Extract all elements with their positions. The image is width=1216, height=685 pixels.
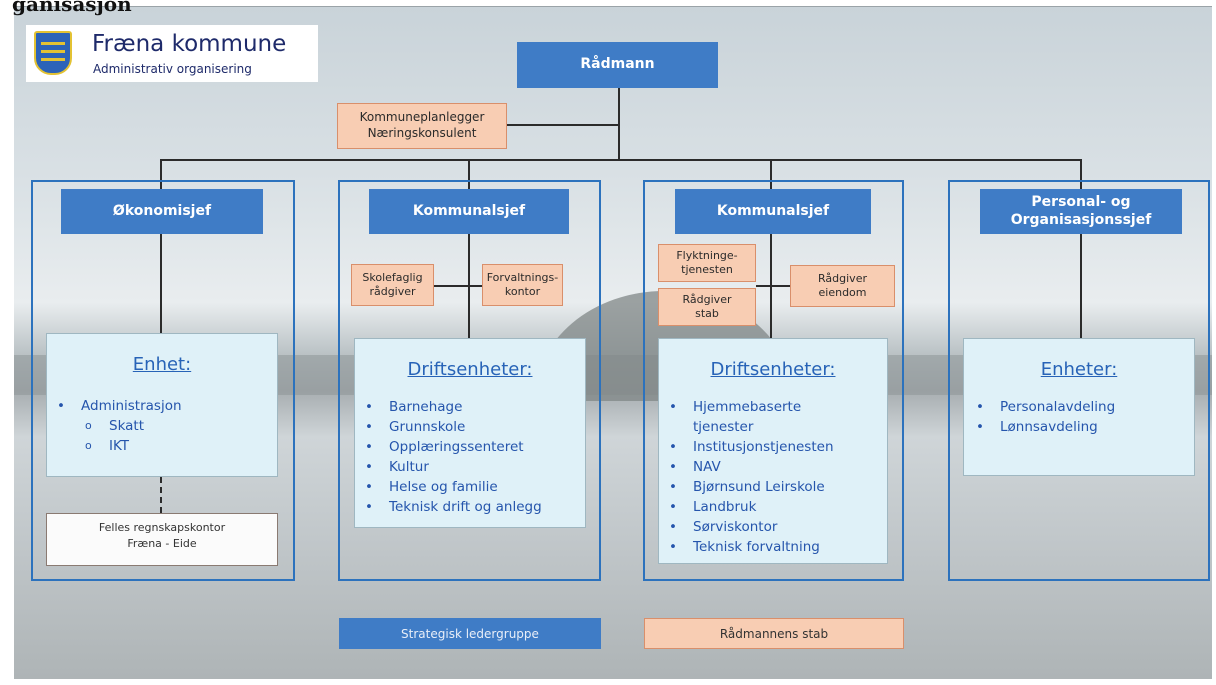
page-heading-fragment: ganisasjon <box>12 0 132 16</box>
list-item: Administrasjon <box>57 396 182 416</box>
connector-horizontal <box>160 159 1082 161</box>
list-item: Bjørnsund Leirskole <box>669 477 834 497</box>
list-subitem: IKT <box>57 436 182 456</box>
connector-staff <box>507 124 619 126</box>
logo-panel: Fræna kommune Administrativ organisering <box>26 25 318 82</box>
staff-box-admin-office: Forvaltnings-kontor <box>482 264 563 306</box>
staff-box-refugee-service: Flyktninge-tjenesten <box>658 244 756 282</box>
staff-box-property-advisor: Rådgiver eiendom <box>790 265 895 307</box>
column-frame-3 <box>643 180 904 581</box>
list-item: Opplæringssenteret <box>365 437 542 457</box>
connector-col2-staff <box>433 285 483 287</box>
staff-box-planner: Kommuneplanlegger Næringskonsulent <box>337 103 507 149</box>
unit-box-2: Driftsenheter: Barnehage Grunnskole Oppl… <box>354 338 586 528</box>
connector-radmann-down <box>618 87 620 160</box>
unit-box-3: Driftsenheter: Hjemmebaserte tjenester I… <box>658 338 888 564</box>
list-item: Helse og familie <box>365 477 542 497</box>
list-item: Grunnskole <box>365 417 542 437</box>
coat-of-arms-icon <box>34 31 72 75</box>
head-kommunalsjef-2: Kommunalsjef <box>675 189 871 234</box>
list-item: Institusjonstjenesten <box>669 437 834 457</box>
list-item: NAV <box>669 457 834 477</box>
staff-box-staff-advisor: Rådgiver stab <box>658 288 756 326</box>
unit-list: Barnehage Grunnskole Opplæringssenteret … <box>365 397 542 517</box>
staff-box-school-advisor: Skolefaglig rådgiver <box>351 264 434 306</box>
unit-box-1: Enhet: Administrasjon Skatt IKT <box>46 333 278 477</box>
logo-subtitle: Administrativ organisering <box>93 62 252 76</box>
list-item: Sørviskontor <box>669 517 834 537</box>
unit-title: Enhet: <box>132 354 192 375</box>
head-personal-organisasjonssjef: Personal- og Organisasjonssjef <box>980 189 1182 234</box>
shared-accounting-box: Felles regnskapskontor Fræna - Eide <box>46 513 278 566</box>
unit-box-4: Enheter: Personalavdeling Lønnsavdeling <box>963 338 1195 476</box>
logo-title: Fræna kommune <box>92 31 287 57</box>
column-frame-1 <box>31 180 295 581</box>
unit-list: Hjemmebaserte tjenester Institusjonstjen… <box>669 397 834 557</box>
unit-list: Personalavdeling Lønnsavdeling <box>976 397 1115 437</box>
list-item: Lønnsavdeling <box>976 417 1115 437</box>
connector-col1-drop <box>160 159 162 189</box>
unit-list: Administrasjon Skatt IKT <box>57 396 182 456</box>
connector-col2-drop <box>468 159 470 189</box>
unit-title: Enheter: <box>1040 359 1118 380</box>
head-kommunalsjef-1: Kommunalsjef <box>369 189 569 234</box>
column-frame-4 <box>948 180 1210 581</box>
list-subitem: Skatt <box>57 416 182 436</box>
list-item: Kultur <box>365 457 542 477</box>
list-item: Barnehage <box>365 397 542 417</box>
connector-col4-unit <box>1080 234 1082 339</box>
list-item: Personalavdeling <box>976 397 1115 417</box>
list-item: Teknisk forvaltning <box>669 537 834 557</box>
head-okonomisjef: Økonomisjef <box>61 189 263 234</box>
list-item: Teknisk drift og anlegg <box>365 497 542 517</box>
unit-title: Driftsenheter: <box>710 359 836 380</box>
connector-col3-staff-left <box>756 285 771 287</box>
unit-title: Driftsenheter: <box>407 359 533 380</box>
list-item: Hjemmebaserte <box>669 397 834 417</box>
connector-col3-drop <box>770 159 772 189</box>
connector-col3-staff-right <box>771 285 790 287</box>
legend-strategic-group: Strategisk ledergruppe <box>339 618 601 649</box>
list-item-continuation: tjenester <box>693 419 754 435</box>
legend-radmann-staff: Rådmannens stab <box>644 618 904 649</box>
list-item: Landbruk <box>669 497 834 517</box>
column-frame-2 <box>338 180 601 581</box>
connector-col4-drop <box>1080 159 1082 189</box>
connector-col1-dashed <box>160 477 162 513</box>
radmann-box: Rådmann <box>517 42 718 88</box>
connector-col1-unit <box>160 234 162 334</box>
